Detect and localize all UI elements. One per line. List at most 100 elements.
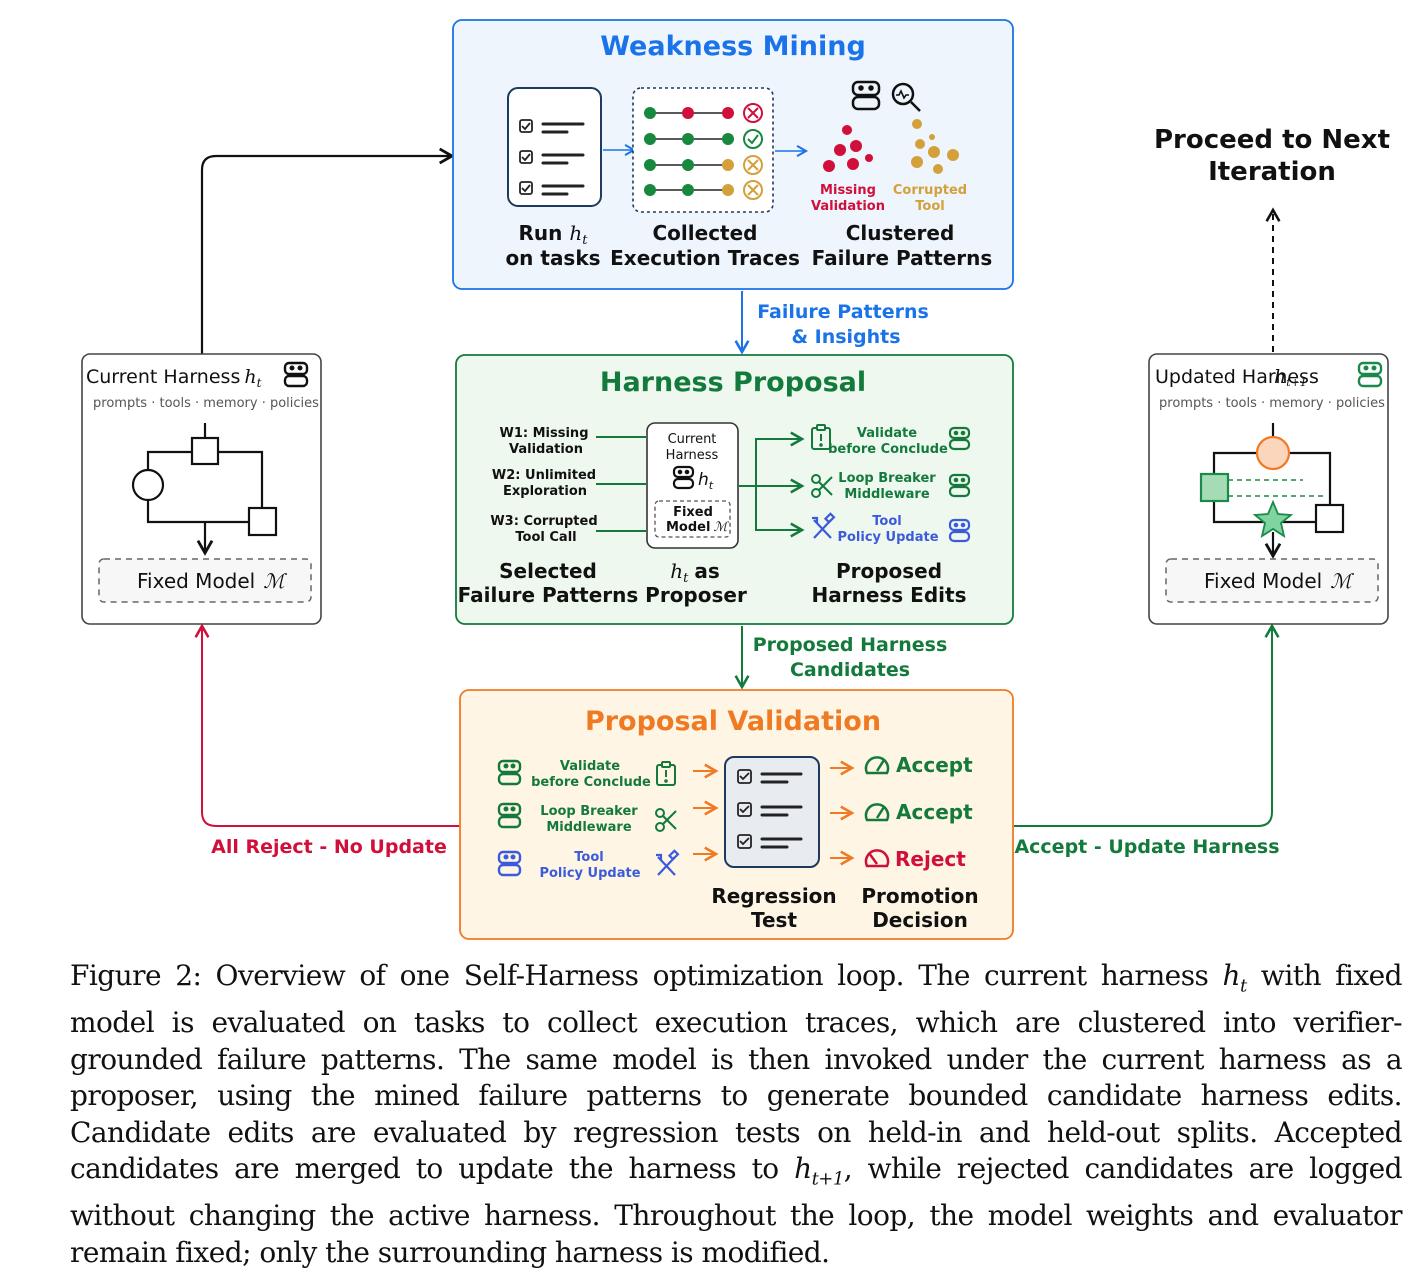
corrupted-tool-label: Corrupted bbox=[893, 183, 967, 198]
label-all-reject: All Reject - No Update bbox=[211, 836, 447, 858]
updated-robot-icon bbox=[1357, 361, 1383, 388]
w3-label: W3: Corrupted bbox=[490, 514, 597, 529]
label-candidates: Candidates bbox=[790, 659, 910, 681]
updated-harness-panel: Updated Harness ht+1 prompts · tools · m… bbox=[1148, 353, 1389, 625]
candidate-robot-icon-3 bbox=[497, 850, 522, 877]
edit-robot-icon-2 bbox=[948, 473, 971, 498]
harness-proposal-title: Harness Proposal bbox=[600, 367, 866, 398]
accept-label-1: Accept bbox=[896, 753, 973, 777]
candidate-loop-breaker: Loop Breaker bbox=[540, 804, 638, 819]
figure-caption: Figure 2: Overview of one Self-Harness o… bbox=[70, 959, 1403, 1269]
proposer-current: Current bbox=[668, 432, 717, 447]
proposal-validation-panel: Proposal Validation Validate before Conc… bbox=[459, 689, 1014, 940]
updated-harness-subtitle: prompts · tools · memory · policies bbox=[1159, 396, 1385, 411]
edit-robot-icon-1 bbox=[948, 426, 971, 451]
w2-label-2: Exploration bbox=[503, 484, 587, 499]
collected-traces-label-2: Execution Traces bbox=[610, 246, 800, 270]
edit-loop-breaker: Loop Breaker bbox=[838, 471, 936, 486]
promotion-label-2: Decision bbox=[872, 908, 968, 932]
edits-label: Proposed bbox=[836, 559, 942, 583]
task-checklist-icon bbox=[507, 87, 602, 207]
regression-label-2: Test bbox=[751, 908, 797, 932]
edits-label-2: Harness Edits bbox=[812, 583, 967, 607]
w1-label-2: Validation bbox=[509, 442, 583, 457]
proposal-validation-title: Proposal Validation bbox=[585, 706, 881, 737]
current-harness-subtitle: prompts · tools · memory · policies bbox=[93, 396, 319, 411]
arrow-to-weakness-mining bbox=[200, 147, 455, 354]
label-proceed-next: Proceed to Next bbox=[1154, 125, 1390, 155]
candidate-robot-icon-2 bbox=[497, 802, 522, 829]
candidate-tool: Tool bbox=[574, 850, 603, 865]
arrow-accept-update bbox=[1014, 623, 1280, 827]
regression-label: Regression bbox=[711, 884, 836, 908]
proposer-robot-icon bbox=[672, 465, 695, 490]
promotion-label: Promotion bbox=[861, 884, 978, 908]
clustered-patterns-label: Clustered bbox=[846, 221, 955, 245]
selected-label: Selected bbox=[499, 559, 597, 583]
updated-harness-title: Updated Harness bbox=[1155, 366, 1319, 388]
candidate-validate-2: before Conclude bbox=[531, 775, 651, 790]
edit-validate: Validate bbox=[857, 426, 917, 441]
w1-label: W1: Missing bbox=[500, 426, 589, 441]
accept-gauge-icon-1 bbox=[864, 756, 890, 775]
regression-test-icon bbox=[724, 756, 820, 868]
label-failure-patterns: Failure Patterns bbox=[757, 301, 929, 323]
accept-label-2: Accept bbox=[896, 800, 973, 824]
run-tasks-label: Run ht bbox=[519, 221, 589, 248]
candidate-clipboard-icon bbox=[656, 761, 676, 786]
edit-loop-breaker-2: Middleware bbox=[844, 487, 929, 502]
edit-robot-icon-3 bbox=[948, 518, 971, 543]
missing-validation-cluster bbox=[823, 125, 873, 172]
label-accept-update: Accept - Update Harness bbox=[1014, 836, 1279, 858]
candidate-tool-2: Policy Update bbox=[539, 866, 640, 881]
collected-traces-label: Collected bbox=[653, 221, 758, 245]
current-robot-icon bbox=[283, 361, 309, 388]
updated-harness-symbol: ht+1 bbox=[1274, 366, 1307, 389]
edit-tool: Tool bbox=[872, 514, 901, 529]
run-tasks-label-2: on tasks bbox=[505, 246, 600, 270]
tools-icon bbox=[812, 512, 836, 539]
execution-traces-icon bbox=[632, 87, 774, 213]
proposer-fixed: Fixed bbox=[673, 505, 713, 520]
label-iteration: Iteration bbox=[1208, 157, 1336, 187]
current-harness-graph bbox=[131, 423, 278, 556]
weakness-mining-panel: Weakness Mining bbox=[452, 19, 1014, 290]
selected-label-2: Failure Patterns bbox=[458, 583, 639, 607]
clipboard-alert-icon bbox=[811, 424, 831, 450]
edit-tool-2: Policy Update bbox=[837, 530, 938, 545]
arrow-all-reject bbox=[194, 623, 460, 827]
label-insights: & Insights bbox=[791, 326, 900, 348]
w3-label-2: Tool Call bbox=[515, 530, 576, 545]
candidate-loop-breaker-2: Middleware bbox=[546, 820, 631, 835]
scissors-icon bbox=[811, 474, 833, 498]
analysis-magnifier-icon bbox=[891, 82, 921, 112]
robot-icon bbox=[851, 80, 881, 111]
corrupted-tool-cluster bbox=[911, 119, 959, 174]
missing-validation-label: Missing bbox=[820, 183, 876, 198]
candidate-validate: Validate bbox=[560, 759, 620, 774]
weakness-mining-title: Weakness Mining bbox=[600, 31, 866, 62]
clustered-patterns-label-2: Failure Patterns bbox=[812, 246, 993, 270]
proposer-label: Proposer bbox=[645, 583, 747, 607]
label-proposed-harness: Proposed Harness bbox=[753, 634, 948, 656]
updated-harness-graph bbox=[1199, 423, 1345, 559]
edit-validate-2: before Conclude bbox=[828, 442, 948, 457]
self-harness-diagram: Failure Patterns & Insights Proposed Har… bbox=[81, 19, 1390, 940]
accept-gauge-icon-2 bbox=[864, 803, 890, 822]
reject-gauge-icon bbox=[864, 849, 890, 868]
reject-label: Reject bbox=[895, 847, 966, 871]
harness-proposal-panel: Harness Proposal W1: Missing Validation … bbox=[455, 354, 1014, 625]
w2-label: W2: Unlimited bbox=[492, 468, 596, 483]
proposer-harness: Harness bbox=[666, 448, 719, 463]
candidate-tools-icon bbox=[656, 849, 680, 876]
corrupted-tool-label-2: Tool bbox=[915, 199, 944, 214]
candidate-scissors-icon bbox=[655, 808, 677, 832]
candidate-robot-icon-1 bbox=[497, 759, 522, 786]
missing-validation-label-2: Validation bbox=[811, 199, 885, 214]
